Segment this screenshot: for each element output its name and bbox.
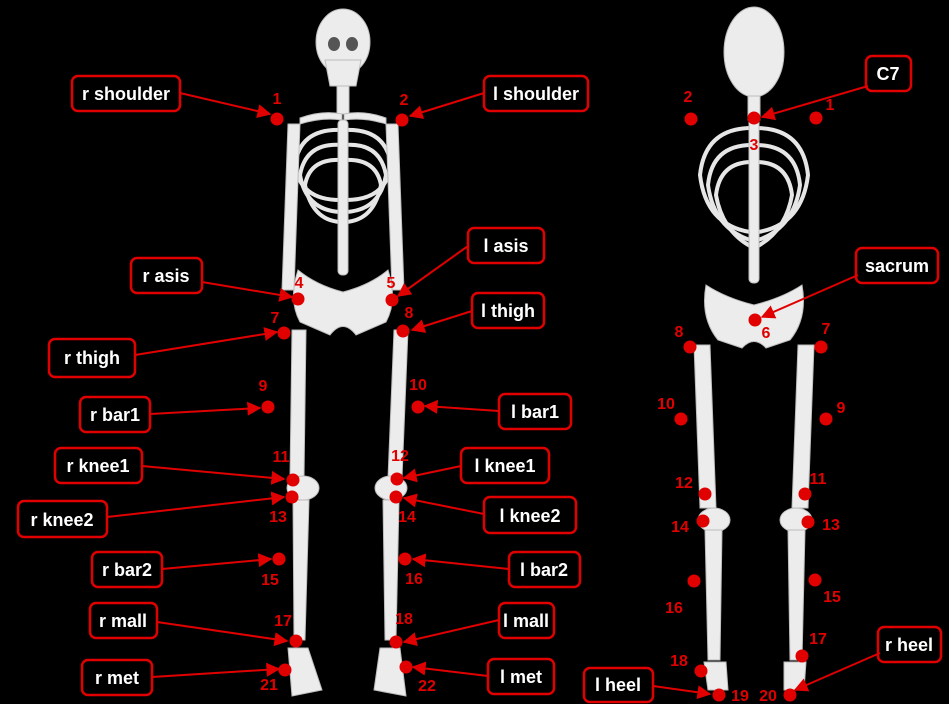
label-r-shoulder: r shoulder [82, 84, 170, 104]
marker-dot [400, 661, 413, 674]
marker-dot [815, 341, 828, 354]
marker-number: 1 [273, 91, 282, 108]
back-labels: C7 sacrum l heel r heel [584, 56, 941, 702]
label-l-thigh: l thigh [481, 301, 535, 321]
label-r-mall: r mall [99, 611, 147, 631]
marker-number: 14 [671, 519, 689, 536]
marker-number: 2 [400, 92, 409, 109]
marker-dot [292, 293, 305, 306]
label-r-met: r met [95, 668, 139, 688]
marker-dot [799, 488, 812, 501]
marker-dot [273, 553, 286, 566]
marker-dot [820, 413, 833, 426]
marker-dot [271, 113, 284, 126]
marker-number: 15 [823, 589, 841, 606]
marker-dot [802, 516, 815, 529]
marker-number: 12 [675, 475, 693, 492]
marker-number: 13 [822, 517, 840, 534]
marker-number: 8 [405, 305, 414, 322]
marker-number: 7 [822, 321, 831, 338]
marker-dot [286, 491, 299, 504]
marker-number: 19 [731, 688, 749, 704]
marker-number: 9 [837, 400, 846, 417]
marker-dot [262, 401, 275, 414]
label-r-heel: r heel [885, 635, 933, 655]
marker-number: 10 [409, 377, 427, 394]
label-l-bar1: l bar1 [511, 402, 559, 422]
marker-dot [685, 113, 698, 126]
marker-dot [391, 473, 404, 486]
marker-number: 17 [274, 613, 292, 630]
label-r-bar2: r bar2 [102, 560, 152, 580]
marker-dot [796, 650, 809, 663]
marker-number: 10 [657, 396, 675, 413]
marker-number: 5 [387, 275, 396, 292]
marker-dot [699, 488, 712, 501]
marker-number: 9 [259, 378, 268, 395]
marker-dot [784, 689, 797, 702]
marker-dot [810, 112, 823, 125]
marker-dot [390, 636, 403, 649]
label-l-knee2: l knee2 [499, 506, 560, 526]
marker-dot [697, 515, 710, 528]
marker-dot [396, 114, 409, 127]
marker-number: 2 [684, 89, 693, 106]
marker-dot [684, 341, 697, 354]
marker-dot [287, 474, 300, 487]
marker-number: 6 [762, 325, 771, 342]
marker-dot [748, 112, 761, 125]
marker-number: 15 [261, 572, 279, 589]
marker-dot [278, 327, 291, 340]
label-r-asis: r asis [142, 266, 189, 286]
label-l-mall: l mall [503, 611, 549, 631]
marker-dot [695, 665, 708, 678]
marker-number: 17 [809, 631, 827, 648]
marker-dot [809, 574, 822, 587]
marker-dot [749, 314, 762, 327]
marker-dot [390, 491, 403, 504]
label-r-knee1: r knee1 [66, 456, 129, 476]
marker-number: 13 [269, 509, 287, 526]
marker-number: 3 [750, 137, 759, 154]
marker-number: 18 [670, 653, 688, 670]
marker-number: 1 [826, 97, 835, 114]
front-skeleton [282, 9, 408, 696]
marker-number: 4 [295, 275, 304, 292]
marker-dot [675, 413, 688, 426]
marker-number: 22 [418, 678, 436, 695]
label-r-knee2: r knee2 [30, 510, 93, 530]
marker-number: 21 [260, 677, 278, 694]
label-l-knee1: l knee1 [474, 456, 535, 476]
marker-dot [279, 664, 292, 677]
label-l-asis: l asis [483, 236, 528, 256]
marker-dot [290, 635, 303, 648]
marker-number: 12 [391, 448, 409, 465]
marker-number: 11 [810, 471, 827, 488]
label-l-shoulder: l shoulder [493, 84, 579, 104]
marker-number: 7 [271, 310, 280, 327]
marker-dot [386, 294, 399, 307]
marker-dot [713, 689, 726, 702]
marker-number: 20 [759, 688, 777, 704]
label-l-bar2: l bar2 [520, 560, 568, 580]
marker-dot [412, 401, 425, 414]
marker-dot [399, 553, 412, 566]
back-skeleton [694, 7, 814, 690]
label-r-bar1: r bar1 [90, 405, 140, 425]
label-l-heel: l heel [595, 675, 641, 695]
marker-number: 14 [398, 509, 416, 526]
label-c7: C7 [876, 64, 899, 84]
marker-number: 8 [675, 324, 684, 341]
marker-number: 16 [405, 571, 423, 588]
marker-number: 11 [273, 449, 290, 466]
marker-number: 18 [395, 611, 413, 628]
label-sacrum: sacrum [865, 256, 929, 276]
marker-dot [397, 325, 410, 338]
label-r-thigh: r thigh [64, 348, 120, 368]
label-l-met: l met [500, 667, 542, 687]
marker-number: 16 [665, 600, 683, 617]
marker-dot [688, 575, 701, 588]
